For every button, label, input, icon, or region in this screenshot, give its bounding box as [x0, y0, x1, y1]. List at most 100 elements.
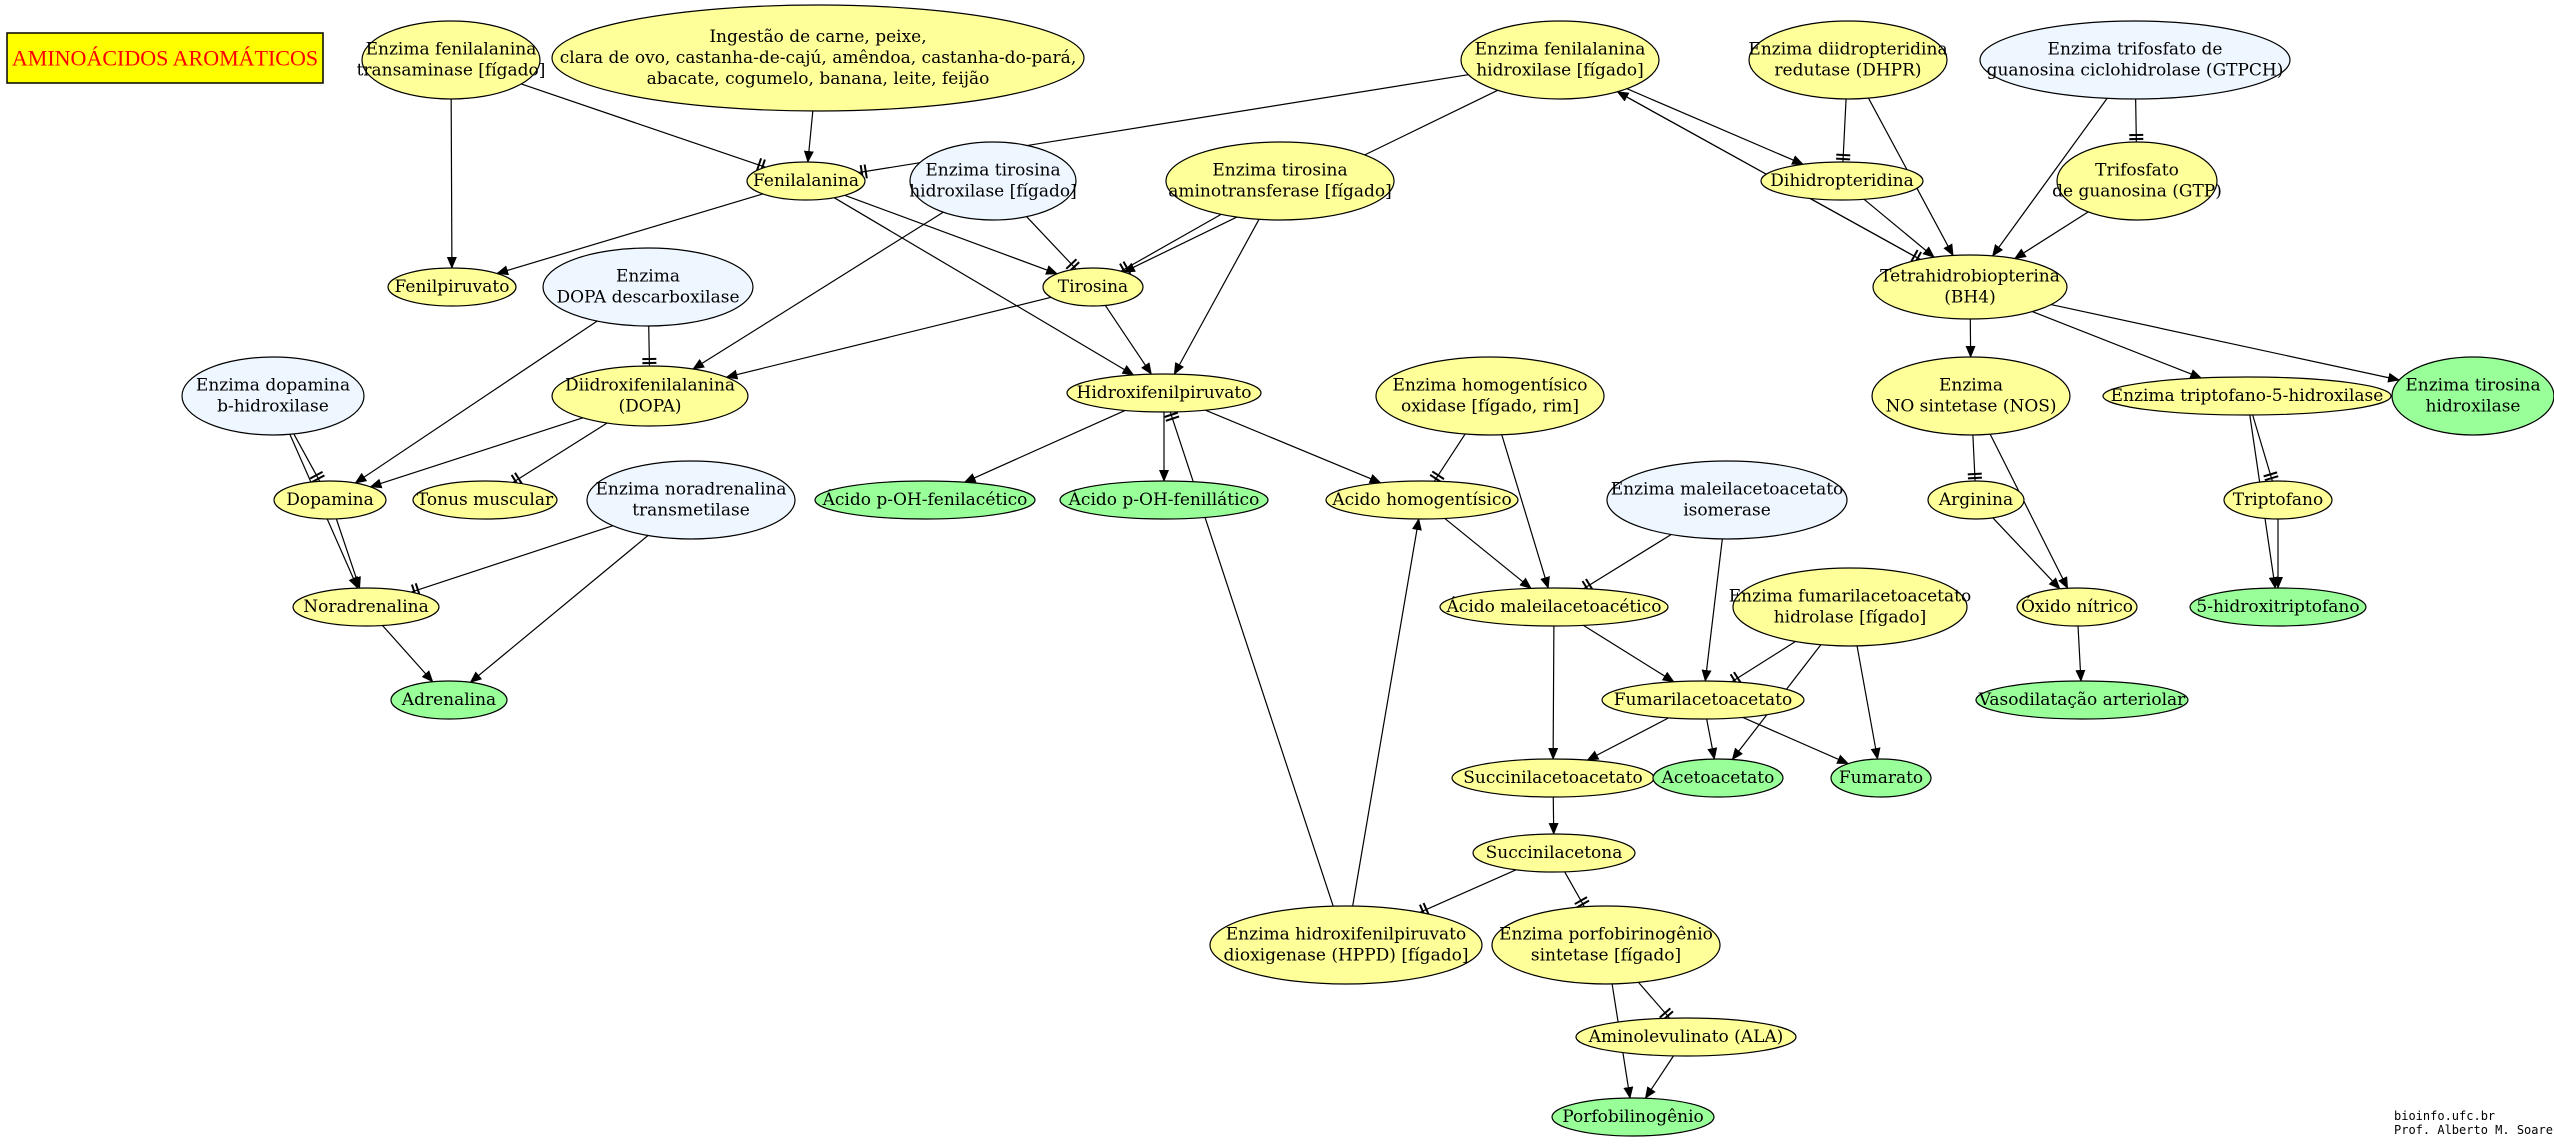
edge-fumarilacetoacetato-to-acetoacetato	[1706, 718, 1718, 761]
node-label: Enzima tirosina	[1212, 161, 1347, 181]
node-label: Enzima trifosfato de	[2048, 40, 2223, 60]
credit-line-2: Prof. Alberto M. Soares	[2394, 1123, 2554, 1137]
node-label: transmetilase	[632, 501, 750, 521]
node-label: Fumarilacetoacetato	[1614, 690, 1793, 710]
edge-enz_homogent_ox-to-ac_maleilacetoacetico	[1501, 434, 1550, 589]
node-shape	[1979, 20, 2291, 100]
node-label: Porfobilinogênio	[1562, 1107, 1704, 1127]
node-label: redutase (DHPR)	[1774, 61, 1921, 81]
edge-enz_tir_hidroxilase-to-dopa	[692, 211, 944, 370]
inhibition-bar	[1065, 258, 1078, 270]
node-shape	[1042, 267, 1144, 307]
edge-enz_maleil_isom-to-ac_maleilacetoacetico	[1581, 534, 1672, 594]
node-shape	[390, 680, 508, 720]
node-hidroxifenilpiruvato: Hidroxifenilpiruvato	[1066, 373, 1262, 413]
edge-succinilacetona-to-enz_porfob_sint	[1564, 871, 1590, 909]
edge-succinilacetona-to-enz_hppd	[1418, 869, 1517, 918]
node-dihidropteridina: Dihidropteridina	[1760, 161, 1924, 201]
node-label: Vasodilatação arteriolar	[1978, 690, 2186, 710]
node-shape	[387, 267, 517, 307]
node-label: 5-hidroxitriptofano	[2196, 597, 2359, 617]
node-label: Ácido maleilacetoacético	[1446, 596, 1662, 617]
edge-enz_maleil_isom-to-fumarilacetoacetato	[1701, 538, 1723, 682]
inhibition-bar	[1576, 899, 1590, 909]
node-ac_pohfenillatico: Ácido p-OH-fenillático	[1059, 480, 1269, 520]
node-label: Triptofano	[2233, 490, 2323, 510]
node-shape	[2223, 480, 2333, 520]
edge-dopa-to-tonus	[510, 422, 608, 488]
node-label: Fumarato	[1839, 768, 1923, 788]
node-label: Enzima porfobirinogênio	[1499, 925, 1713, 945]
node-shape	[1652, 758, 1784, 798]
node-shape	[2391, 356, 2554, 436]
node-label: b-hidroxilase	[217, 397, 329, 417]
inhibition-bar	[1574, 896, 1588, 905]
node-label: hidroxilase [fígado]	[909, 182, 1077, 202]
edge-bh4-to-enz_tir_hidr2	[2050, 303, 2401, 383]
edge-fumarilacetoacetato-to-fumarato	[1742, 716, 1850, 765]
node-ingestao: Ingestão de carne, peixe,clara de ovo, c…	[551, 4, 1085, 112]
node-label: Enzima homogentísico	[1392, 376, 1587, 396]
edge-enz_tir_hidroxilase-to-tirosina	[1026, 216, 1080, 273]
node-shape	[1066, 373, 1262, 413]
edge-dihidropteridina-to-bh4	[1863, 198, 1935, 258]
node-shape	[551, 4, 1085, 112]
node-shape	[1375, 356, 1605, 436]
node-shape	[1165, 141, 1395, 221]
node-label: oxidase [fígado, rim]	[1401, 397, 1579, 417]
node-shape	[1606, 460, 1848, 540]
node-shape	[412, 480, 558, 520]
node-shape	[1927, 480, 2025, 520]
node-shape	[909, 141, 1077, 221]
edge-fenilalanina-to-fenilpiruvato	[496, 193, 763, 276]
node-label: Enzima hidroxifenilpiruvato	[1226, 925, 1466, 945]
node-label: Arginina	[1938, 490, 2013, 510]
node-ac_homogentisico: Ácido homogentísico	[1325, 480, 1519, 520]
edge-ingestao-to-fenilalanina	[803, 110, 814, 164]
node-label: Enzima fumarilacetoacetato	[1729, 587, 1971, 607]
node-label: abacate, cogumelo, banana, leite, feijão	[647, 69, 990, 89]
inhibition-bar	[1967, 476, 1982, 480]
node-shape	[1575, 1017, 1797, 1057]
edge-ac_maleilacetoacetico-to-succinilacetoacetato	[1548, 625, 1559, 760]
node-hidroxitriptofano: 5-hidroxitriptofano	[2189, 587, 2367, 627]
node-shape	[2056, 141, 2218, 221]
edge-noradrenalina-to-adrenalina	[382, 625, 434, 683]
node-label: hidroxilase	[2425, 397, 2520, 417]
inhibition-bar	[1431, 470, 1445, 480]
node-tonus: Tonus muscular	[412, 480, 558, 520]
edge-enz_nos-to-oxido_nitrico	[1989, 433, 2069, 590]
node-shape	[1732, 567, 1968, 647]
node-ala: Aminolevulinato (ALA)	[1575, 1017, 1797, 1057]
node-label: Ingestão de carne, peixe,	[709, 27, 926, 47]
inhibition-bar	[863, 164, 868, 179]
node-shape	[1601, 680, 1805, 720]
node-label: Noradrenalina	[303, 597, 428, 617]
edge-dopa-to-dopamina	[369, 417, 583, 489]
node-label: Ácido p-OH-fenillático	[1068, 489, 1260, 510]
edge-enz_gtpch-to-gtp	[2129, 98, 2144, 143]
node-shape	[1439, 587, 1669, 627]
node-shape	[1872, 254, 2068, 320]
node-dopamina: Dopamina	[273, 480, 387, 520]
inhibition-bar	[1836, 153, 1851, 157]
node-shape	[1472, 833, 1636, 873]
node-label: Hidroxifenilpiruvato	[1077, 383, 1252, 403]
node-label: Adrenalina	[401, 690, 496, 710]
edge-enz_trp_hidr-to-triptofano	[2252, 414, 2279, 482]
node-label: Enzima	[1939, 376, 2003, 396]
node-label: Enzima maleilacetoacetato	[1611, 480, 1844, 500]
node-shape	[292, 587, 440, 627]
node-label: Tonus muscular	[417, 490, 554, 510]
edge-enz_homogent_ox-to-ac_homogentisico	[1429, 433, 1466, 484]
node-fumarato: Fumarato	[1830, 758, 1932, 798]
